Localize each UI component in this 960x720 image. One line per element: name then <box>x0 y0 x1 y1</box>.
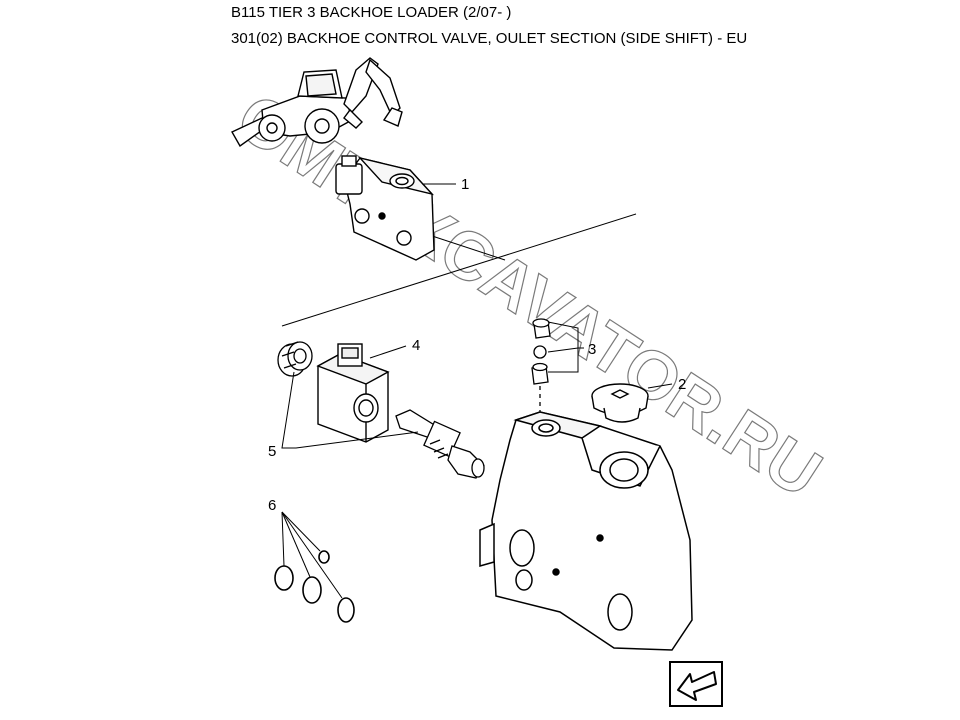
section-divider <box>281 213 637 327</box>
part-6-o-rings <box>274 550 355 623</box>
part-2-large-plug <box>591 383 649 423</box>
callout-4: 4 <box>412 337 420 354</box>
callout-5: 5 <box>268 443 276 460</box>
callout-3: 3 <box>588 341 596 358</box>
callout-1: 1 <box>461 176 469 193</box>
callout-6: 6 <box>268 497 276 514</box>
part-3-plugs-and-ball <box>531 318 551 414</box>
backhoe-loader-thumbnail <box>231 57 403 148</box>
part-1-valve-assembly <box>335 155 435 261</box>
model-title: B115 TIER 3 BACKHOE LOADER (2/07- ) <box>231 4 512 21</box>
part-5-knurled-nut <box>277 341 313 377</box>
next-page-arrow-icon[interactable] <box>669 661 723 707</box>
part-4-solenoid-coil <box>316 343 390 443</box>
valve-body-outlet-section <box>479 411 693 651</box>
part-5-cartridge-valve <box>395 409 485 479</box>
callout-2: 2 <box>678 376 686 393</box>
section-title: 301(02) BACKHOE CONTROL VALVE, OULET SEC… <box>231 30 748 47</box>
leader-lines <box>281 183 673 599</box>
